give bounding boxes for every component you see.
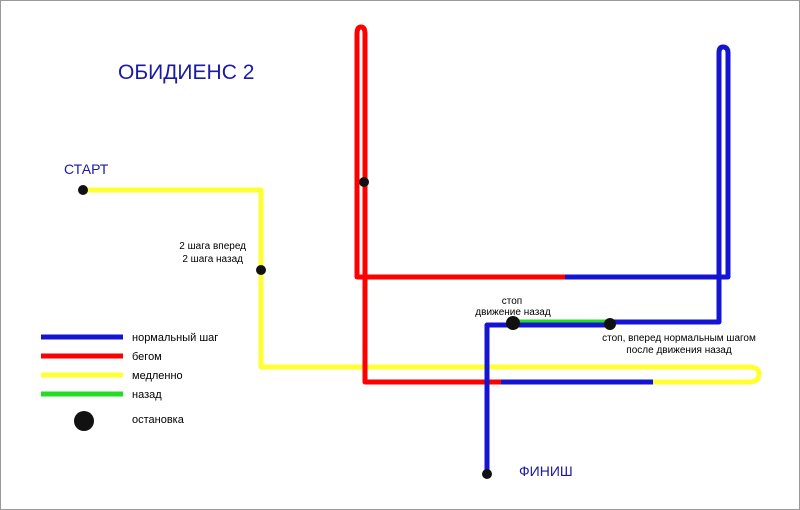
legend-label-run: бегом <box>132 351 162 363</box>
segment-normal-finish <box>484 322 610 473</box>
note-two-steps-line1: 2 шага вперед <box>179 241 246 252</box>
segment-normal-right <box>565 44 731 325</box>
stop-two-steps <box>256 265 266 275</box>
note-stop-forward-line2: после движения назад <box>626 345 732 356</box>
start-label: СТАРТ <box>64 161 109 177</box>
note-stop-forward-line1: стоп, вперед нормальным шагом <box>602 333 756 344</box>
stop-start <box>78 185 88 195</box>
stop-finish <box>482 469 492 479</box>
note-stop-back-line1: стоп <box>502 296 522 307</box>
stop-back <box>506 316 520 330</box>
legend-dot-stop <box>74 411 94 431</box>
segment-slow-start <box>83 187 762 385</box>
legend-label-normal: нормальный шаг <box>132 332 218 344</box>
note-two-steps-line2: 2 шага назад <box>182 254 243 265</box>
note-stop-back-line2: движение назад <box>475 307 551 318</box>
legend: нормальный шаг бегом медленно назад оста… <box>41 332 218 431</box>
stop-forward <box>604 318 616 330</box>
legend-label-stop: остановка <box>132 414 185 426</box>
diagram-title: ОБИДИЕНС 2 <box>118 61 254 84</box>
legend-label-slow: медленно <box>132 370 183 382</box>
legend-label-back: назад <box>132 389 162 401</box>
segment-run-loop <box>354 24 565 385</box>
stop-top-red <box>359 177 369 187</box>
finish-label: ФИНИШ <box>519 463 573 479</box>
